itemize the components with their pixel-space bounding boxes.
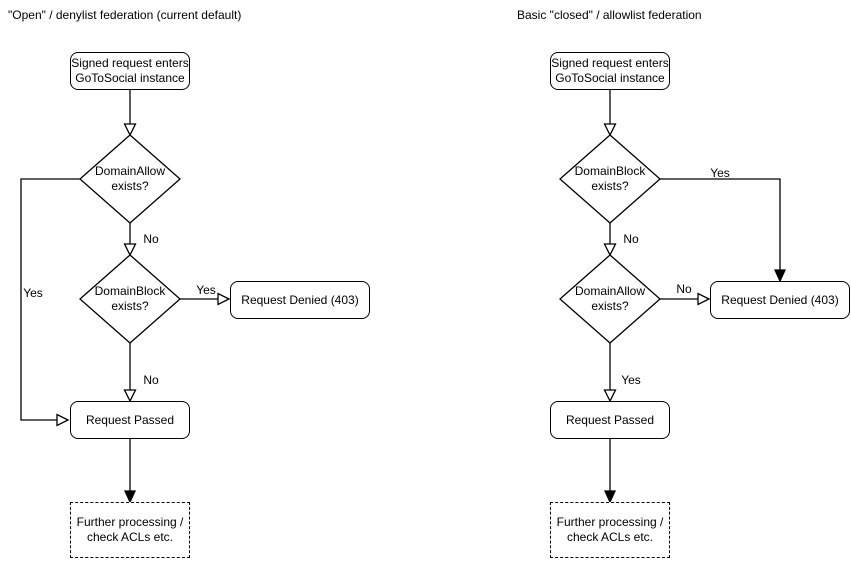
left-decision2-label: DomainBlock exists?	[94, 284, 166, 313]
left-chart-title: "Open" / denylist federation (current de…	[8, 8, 242, 22]
right-edge-decision1-yes-to-denied	[660, 178, 781, 270]
open-arrowhead-icon	[123, 389, 137, 403]
left-start-node: Signed request enters GoToSocial instanc…	[70, 52, 190, 90]
filled-arrowhead-icon	[123, 490, 137, 504]
left-decision1-yes-label: Yes	[23, 286, 43, 300]
left-decision1-label: DomainAllow exists?	[94, 164, 166, 193]
left-denied-node: Request Denied (403)	[230, 281, 370, 319]
left-passed-node: Request Passed	[70, 401, 190, 439]
right-decision1-label: DomainBlock exists?	[574, 164, 646, 193]
filled-arrowhead-icon	[603, 490, 617, 504]
left-decision1-no-label: No	[143, 232, 159, 246]
right-passed-node: Request Passed	[550, 401, 670, 439]
open-arrowhead-icon	[56, 413, 70, 427]
open-arrowhead-icon	[603, 243, 617, 257]
right-decision2-yes-label: Yes	[621, 373, 641, 387]
open-arrowhead-icon	[217, 292, 231, 306]
left-decision2-yes-label: Yes	[196, 283, 216, 297]
right-decision2-no-label: No	[676, 282, 692, 296]
open-arrowhead-icon	[123, 243, 137, 257]
open-arrowhead-icon	[123, 123, 137, 137]
right-chart-title: Basic "closed" / allowlist federation	[517, 8, 702, 22]
right-further-node: Further processing / check ACLs etc.	[550, 502, 670, 558]
left-decision2-no-label: No	[143, 373, 159, 387]
right-denied-node: Request Denied (403)	[710, 281, 850, 319]
open-arrowhead-icon	[603, 123, 617, 137]
right-decision1-no-label: No	[623, 232, 639, 246]
filled-arrowhead-icon	[773, 269, 787, 283]
open-arrowhead-icon	[697, 292, 711, 306]
left-further-node: Further processing / check ACLs etc.	[70, 502, 190, 558]
open-arrowhead-icon	[603, 389, 617, 403]
right-decision2-label: DomainAllow exists?	[574, 284, 646, 313]
left-edge-decision1-yes-to-passed	[20, 178, 80, 421]
right-start-node: Signed request enters GoToSocial instanc…	[550, 52, 670, 90]
right-decision1-yes-label: Yes	[710, 166, 730, 180]
